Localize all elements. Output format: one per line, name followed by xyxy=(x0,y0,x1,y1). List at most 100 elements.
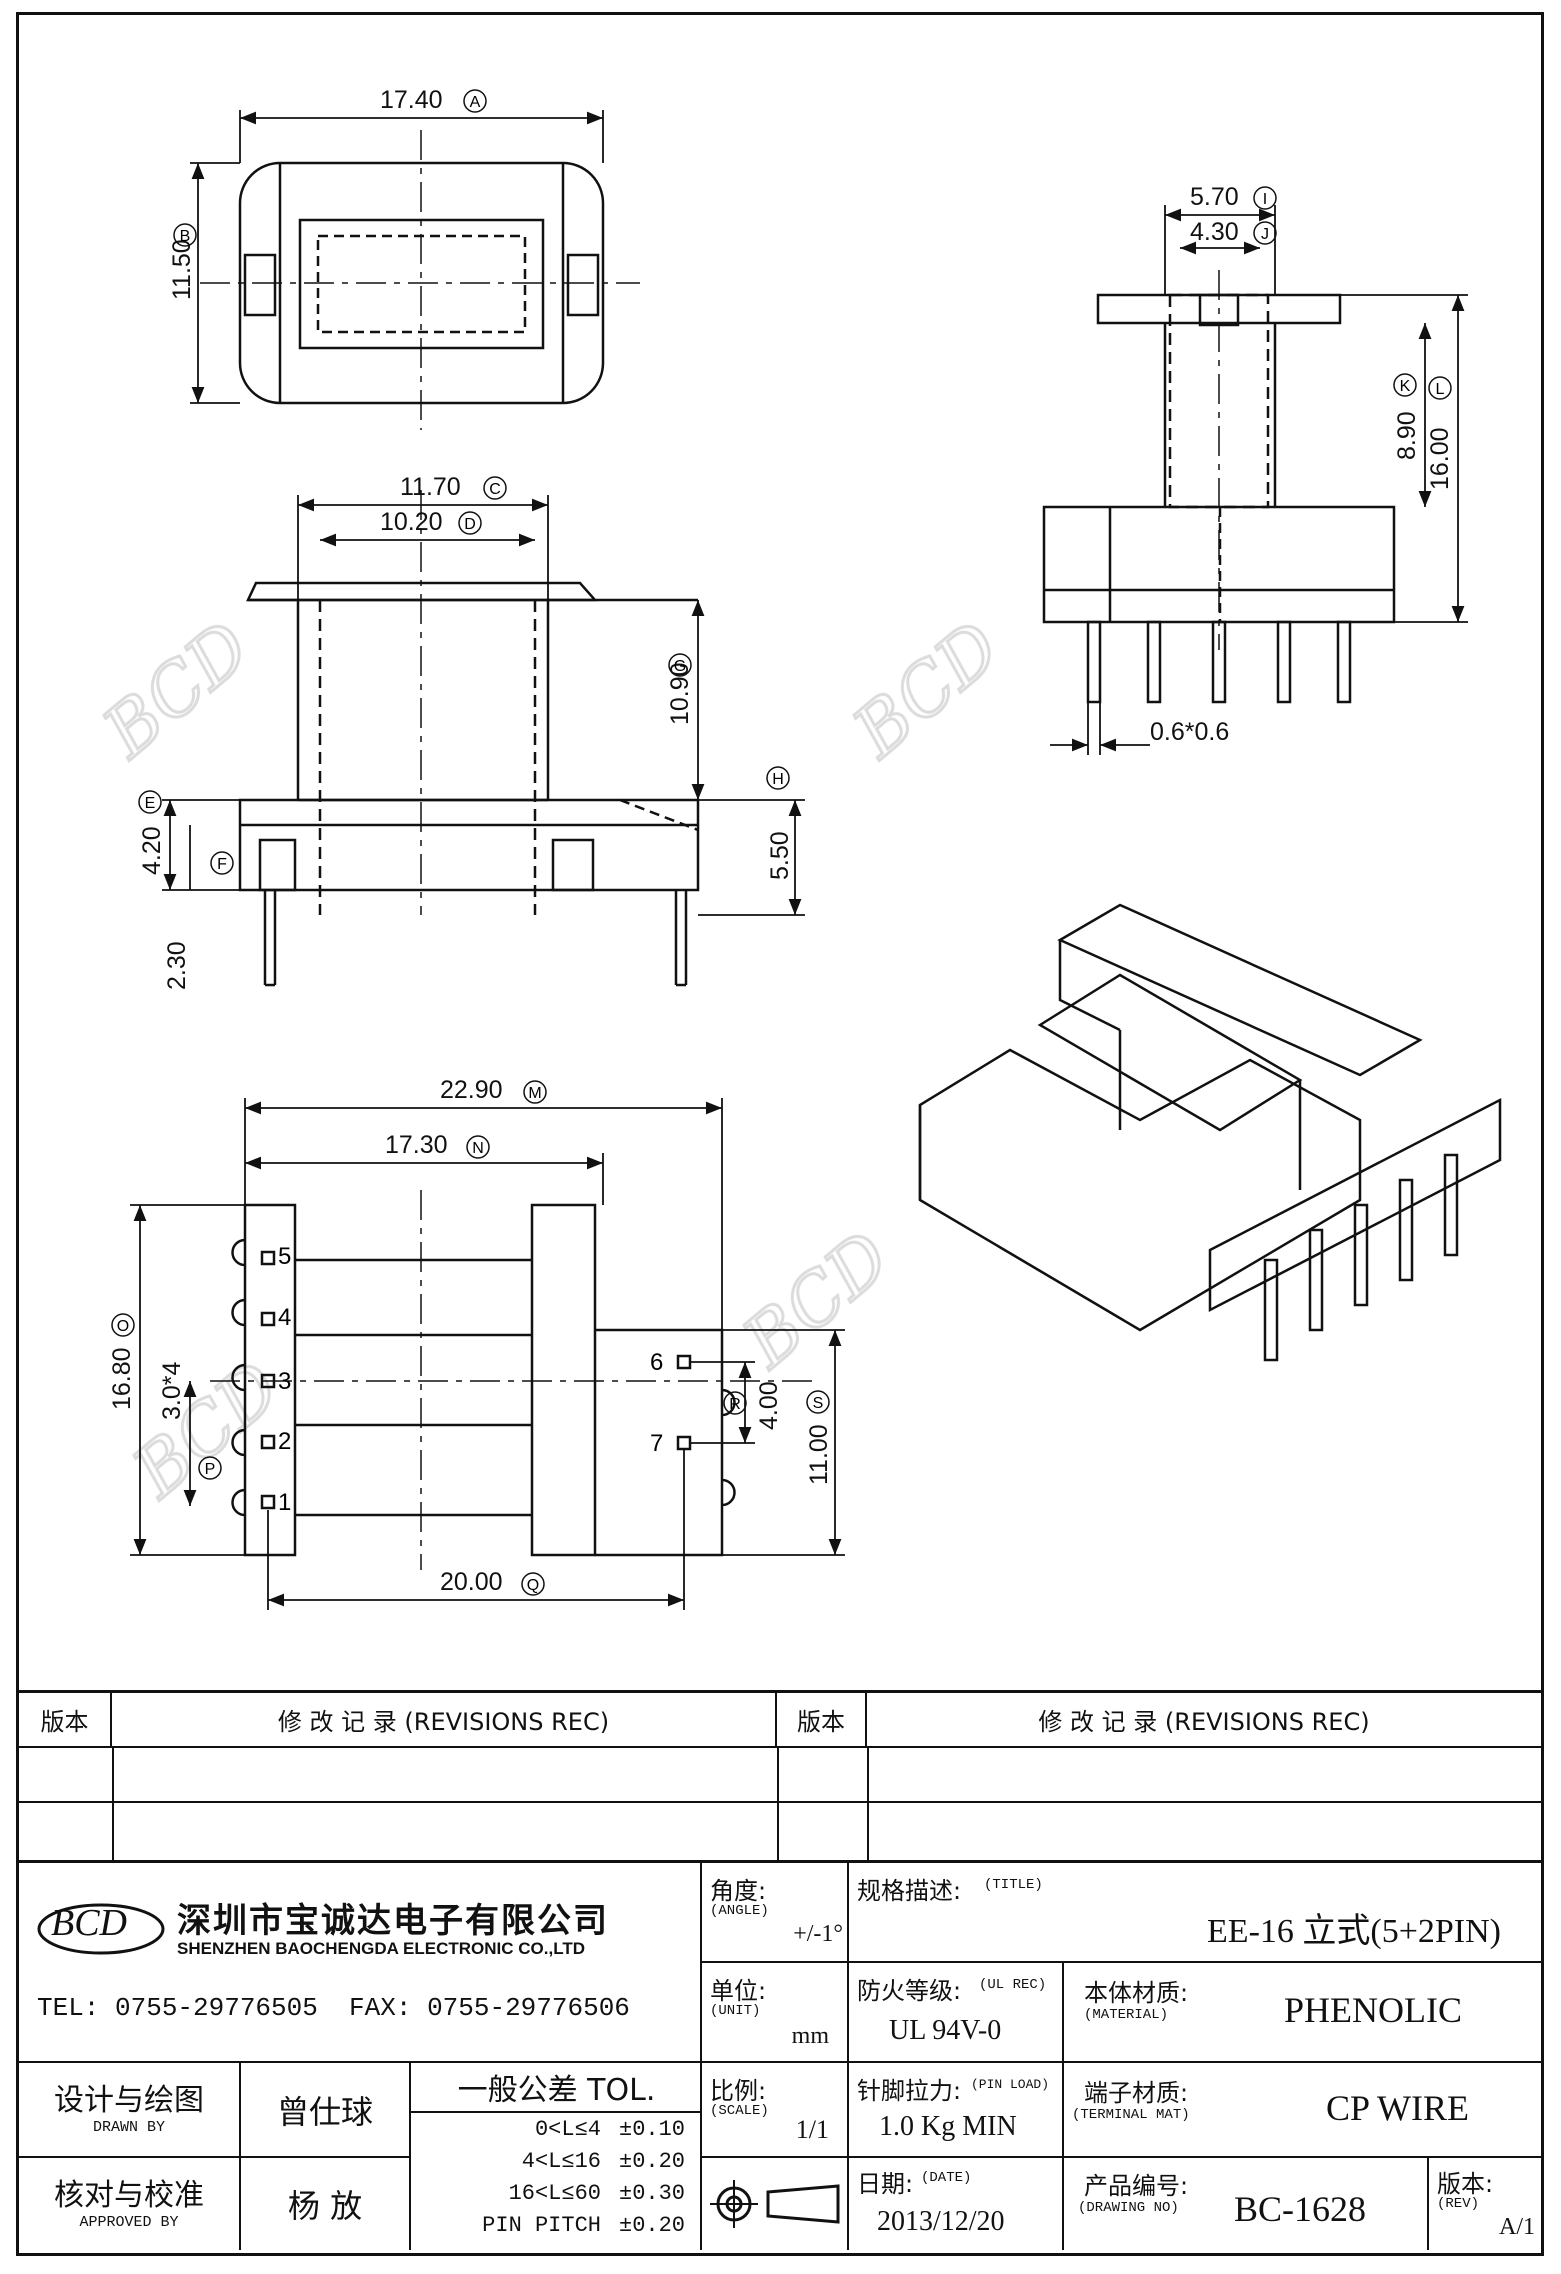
unit-cell: 单位: (UNIT) mm xyxy=(702,1963,849,2063)
svg-text:I: I xyxy=(1263,191,1267,208)
side-view xyxy=(1042,270,1396,704)
svg-text:L: L xyxy=(1436,381,1445,398)
rev-record-header: 修 改 记 录 (REVISIONS REC) xyxy=(1038,1708,1370,1736)
marker-J: J xyxy=(1253,221,1277,245)
dim-H: 5.50 xyxy=(766,831,794,880)
title-block: BCD 深圳市宝诚达电子有限公司 SHENZHEN BAOCHENGDA ELE… xyxy=(16,1863,1544,2256)
ul-rec-cell: 防火等级: (UL REC) UL 94V-0 xyxy=(849,1963,1064,2063)
marker-S: S xyxy=(806,1390,830,1414)
drawing-number: BC-1628 xyxy=(1234,2189,1367,2229)
svg-text:R: R xyxy=(729,1396,741,1413)
top-view xyxy=(200,130,640,430)
dim-L: 16.00 xyxy=(1426,427,1454,490)
iso-pins xyxy=(1263,1153,1459,1362)
pin-label: 6 xyxy=(650,1349,663,1376)
dim-P: 3.0*4 xyxy=(158,1362,186,1420)
svg-text:H: H xyxy=(772,771,784,788)
marker-B: B xyxy=(173,223,197,247)
scale-cell: 比例: (SCALE) 1/1 xyxy=(702,2063,849,2158)
dim-G: 10.90 xyxy=(666,662,694,725)
engineering-drawing: BCD BCD BCD BCD xyxy=(85,86,1502,1610)
pin-label: 2 xyxy=(278,1428,291,1455)
tolerance-block: 一般公差 TOL. 0<L≤4±0.10 4<L≤16±0.20 16<L≤60… xyxy=(411,2063,702,2250)
rev-version-header: 版本 xyxy=(40,1708,89,1736)
material-cell: 本体材质: (MATERIAL) PHENOLIC xyxy=(1064,1963,1541,2063)
marker-C: C xyxy=(483,476,507,500)
marker-G: G xyxy=(668,653,692,677)
pin-label: 5 xyxy=(278,1243,291,1270)
circle-markers: A B C D E F G H I J K L M N O P Q R S xyxy=(111,89,1452,1596)
marker-L: L xyxy=(1428,376,1452,400)
svg-text:G: G xyxy=(674,658,686,675)
svg-text:C: C xyxy=(489,481,501,498)
date-cell: 日期: (DATE) 2013/12/20 xyxy=(849,2158,1064,2250)
pin-load-cell: 针脚拉力: (PIN LOAD) 1.0 Kg MIN xyxy=(849,2063,1064,2158)
rev-record-header: 修 改 记 录 (REVISIONS REC) xyxy=(277,1708,610,1736)
dim-Q: 20.00 xyxy=(440,1568,503,1596)
svg-text:BCD: BCD xyxy=(117,1346,296,1515)
dim-J: 4.30 xyxy=(1190,218,1239,246)
dim-O: 16.80 xyxy=(108,1347,136,1410)
svg-text:BCD: BCD xyxy=(87,606,266,775)
front-view xyxy=(238,490,700,987)
company-contact: TEL: 0755-29776505 FAX: 0755-29776506 xyxy=(37,1993,630,2023)
marker-E: E xyxy=(138,790,162,814)
marker-M: M xyxy=(523,1080,547,1104)
marker-A: A xyxy=(463,89,487,113)
marker-P: P xyxy=(198,1456,222,1480)
marker-O: O xyxy=(111,1313,135,1337)
drawing-no-cell: 产品编号: (DRAWING NO) BC-1628 xyxy=(1064,2158,1429,2250)
product-title: EE-16 立式(5+2PIN) xyxy=(1207,1913,1501,1950)
title-cell: 规格描述: (TITLE) EE-16 立式(5+2PIN) xyxy=(849,1863,1541,1963)
bottom-view xyxy=(210,1190,820,1570)
pin-notches xyxy=(231,1238,736,1517)
marker-I: I xyxy=(1253,186,1277,210)
dim-C: 11.70 xyxy=(400,473,461,501)
rev-cell: 版本: (REV) A/1 xyxy=(1437,2170,1535,2240)
terminal-cell: 端子材质: (TERMINAL MAT) CP WIRE xyxy=(1064,2063,1541,2158)
svg-text:E: E xyxy=(145,795,156,812)
pin-label: 1 xyxy=(278,1489,291,1516)
marker-K: K xyxy=(1393,373,1417,397)
dim-pin-length: 2.30 xyxy=(163,941,191,990)
dim-E: 4.20 xyxy=(138,826,166,875)
svg-text:P: P xyxy=(205,1461,216,1478)
marker-R: R xyxy=(723,1391,747,1415)
dim-N: 17.30 xyxy=(385,1131,448,1159)
svg-text:B: B xyxy=(180,228,191,245)
svg-text:O: O xyxy=(117,1318,129,1335)
projection-symbol xyxy=(702,2158,849,2250)
marker-Q: Q xyxy=(521,1572,545,1596)
svg-text:K: K xyxy=(1400,378,1411,395)
revision-table: 版本 修 改 记 录 (REVISIONS REC) 版本 修 改 记 录 (R… xyxy=(16,1690,1544,1863)
company-block: BCD 深圳市宝诚达电子有限公司 SHENZHEN BAOCHENGDA ELE… xyxy=(19,1863,702,2063)
dim-I: 5.70 xyxy=(1190,183,1239,211)
rev-version-header: 版本 xyxy=(797,1708,845,1736)
pin-label: 3 xyxy=(278,1368,291,1395)
rev-row xyxy=(19,1748,1541,1803)
dim-pin-size: 0.6*0.6 xyxy=(1150,718,1229,746)
svg-text:BCD: BCD xyxy=(727,1216,906,1385)
company-name-cn: 深圳市宝诚达电子有限公司 xyxy=(177,1901,609,1941)
svg-text:BCD: BCD xyxy=(837,606,1016,775)
pin-pads xyxy=(260,1250,692,1510)
dim-R: 4.00 xyxy=(755,1381,783,1430)
dimension-labels: 17.40 11.50 11.70 10.20 10.90 5.50 4.20 … xyxy=(108,86,1454,1596)
marker-H: H xyxy=(766,766,790,790)
svg-text:F: F xyxy=(217,856,227,873)
marker-N: N xyxy=(466,1135,490,1159)
svg-text:A: A xyxy=(470,94,481,111)
drawn-by-name-cell: 曾仕球 xyxy=(241,2063,411,2158)
pin-numbers: 5 4 3 2 1 6 7 xyxy=(278,1243,663,1516)
angle-cell: 角度: (ANGLE) +/-1° xyxy=(702,1863,849,1963)
side-pins xyxy=(1086,620,1352,704)
svg-text:S: S xyxy=(813,1395,824,1412)
drawn-by-label-cell: 设计与绘图 DRAWN BY xyxy=(19,2063,241,2158)
svg-text:BCD: BCD xyxy=(51,1902,127,1944)
approved-by-label-cell: 核对与校准 APPROVED BY xyxy=(19,2158,241,2250)
pin-label: 7 xyxy=(650,1430,663,1457)
approved-by-name-cell: 杨 放 xyxy=(241,2158,411,2250)
pin-label: 4 xyxy=(278,1304,291,1331)
svg-text:D: D xyxy=(464,516,476,533)
company-name-en: SHENZHEN BAOCHENGDA ELECTRONIC CO.,LTD xyxy=(177,1939,585,1958)
